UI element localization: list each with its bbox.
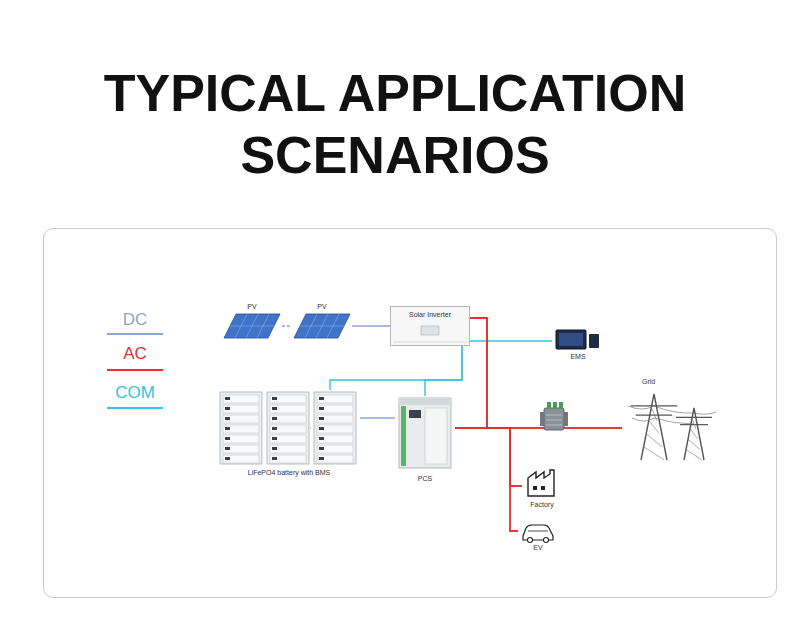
legend-line-sample	[107, 369, 163, 371]
page-title: TYPICAL APPLICATION SCENARIOS	[35, 62, 755, 186]
legend-line-sample	[107, 407, 163, 409]
inverter-box: Solar Inverter	[390, 306, 470, 346]
node-label: Grid	[642, 378, 655, 386]
wire-connector	[360, 418, 395, 419]
ems-unit: EMS	[552, 328, 604, 362]
grid-towers-drawing	[622, 378, 720, 464]
legend-line-sample	[107, 333, 163, 335]
wire-connector	[330, 346, 462, 390]
node-label: PV	[317, 303, 326, 311]
wire-connector	[470, 318, 518, 531]
factory-icon: Factory	[522, 466, 562, 510]
legend-text: AC	[105, 344, 165, 364]
wire-connector	[470, 318, 522, 486]
node-label: LiFePO4 battery with BMS	[248, 469, 330, 477]
wire-connector	[425, 346, 462, 396]
node-label: EV	[533, 544, 542, 552]
wire-connector	[470, 341, 552, 342]
pcs-cabinet-drawing	[395, 396, 455, 484]
node-label: PV	[247, 303, 256, 311]
pcs-cabinet: PCS	[395, 396, 455, 484]
transformer-symbol	[540, 402, 568, 430]
battery-racks-drawing	[218, 390, 360, 478]
pv-panel: PV	[222, 302, 282, 340]
legend-text: DC	[105, 310, 165, 330]
node-label: PCS	[418, 475, 432, 483]
node-label: Solar Inverter	[409, 311, 451, 319]
node-label: Factory	[530, 501, 553, 509]
battery-racks: LiFePO4 battery with BMS	[218, 390, 360, 478]
wire-connector	[455, 428, 522, 486]
wire-connector	[282, 326, 292, 327]
grid-towers: Grid	[622, 378, 720, 464]
legend-text: COM	[105, 383, 165, 403]
ev-icon: EV	[518, 519, 558, 553]
wire-connector	[352, 326, 390, 327]
wire-connector	[455, 428, 518, 531]
pv-panel: PV	[292, 302, 352, 340]
node-label: EMS	[570, 353, 585, 361]
